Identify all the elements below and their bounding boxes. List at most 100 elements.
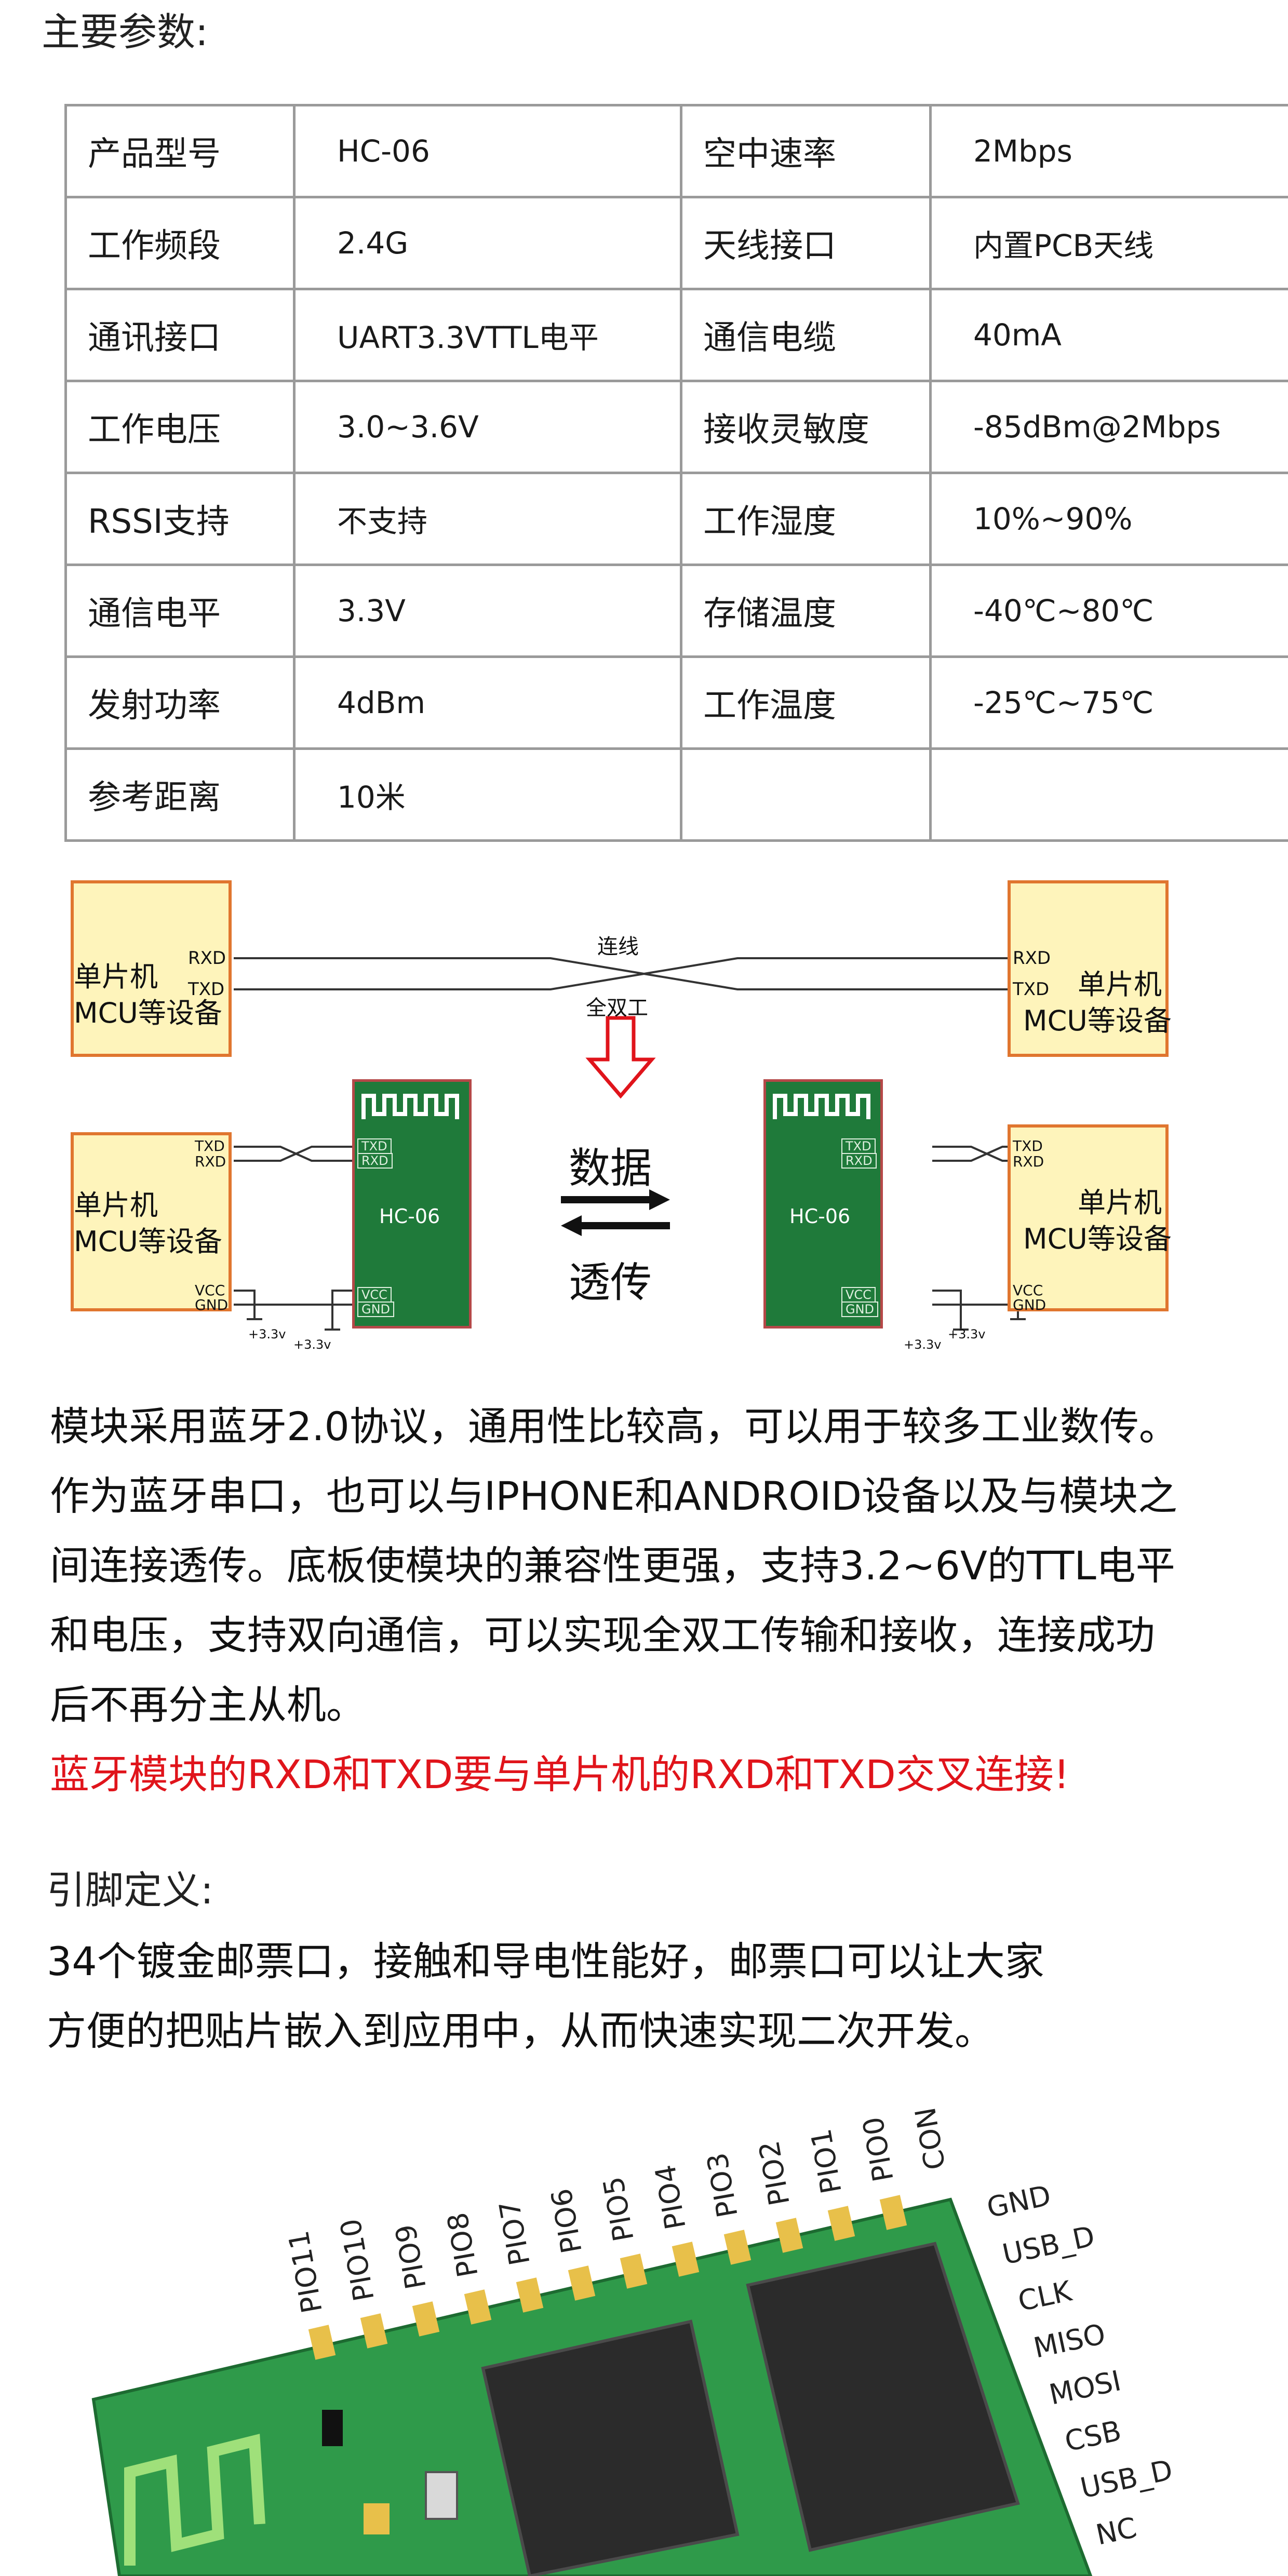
- spec-value: -40℃~80℃: [929, 564, 1288, 658]
- spec-key: RSSI支持: [64, 472, 296, 566]
- mcu-label: 单片机: [1078, 1186, 1162, 1219]
- antenna-icon: [361, 1094, 459, 1119]
- left-arrow-icon: [561, 1215, 670, 1236]
- module-pin-gnd: GND: [357, 1302, 395, 1317]
- power-label: +3.3v: [904, 1337, 942, 1352]
- spec-value: 3.0~3.6V: [293, 380, 682, 474]
- mcu-label: 单片机: [74, 1189, 158, 1222]
- mcu-label: 单片机: [74, 960, 158, 993]
- data-label: 数据: [569, 1144, 652, 1192]
- spec-value: 40mA: [929, 288, 1288, 382]
- pcb-pin-label: CLK: [1015, 2274, 1076, 2317]
- module-pin-vcc: VCC: [357, 1287, 392, 1303]
- spec-value: 4dBm: [293, 655, 682, 750]
- pin-label-txd: TXD: [195, 1137, 225, 1155]
- pins-description-line: 34个镀金邮票口，接触和导电性能好，邮票口可以让大家: [47, 1938, 1044, 1984]
- description-line: 和电压，支持双向通信，可以实现全双工传输和接收，连接成功: [50, 1612, 1155, 1658]
- description-line: 后不再分主从机。: [50, 1682, 366, 1728]
- pin-label-txd: TXD: [188, 979, 225, 1000]
- mcu-box-top-left: [71, 880, 232, 1057]
- pcb-pin-label: USB_D: [1078, 2453, 1176, 2505]
- pcb-pin-label: PIO1: [804, 2126, 848, 2196]
- spec-key: 工作温度: [680, 655, 932, 750]
- spec-value: -25℃~75℃: [929, 655, 1288, 750]
- mcu-label: MCU等设备: [74, 997, 222, 1029]
- spec-key: 工作电压: [64, 380, 296, 474]
- spec-key: 接收灵敏度: [680, 380, 932, 474]
- mcu-box-top-right: [1008, 880, 1169, 1057]
- right-arrow-icon: [561, 1189, 670, 1210]
- description-line: 间连接透传。底板使模块的兼容性更强，支持3.2~6V的TTL电平: [50, 1542, 1175, 1589]
- chip-large: [746, 2242, 1020, 2552]
- pcb-pin-label: PIO8: [441, 2210, 485, 2279]
- pcb-pin-label: MISO: [1031, 2317, 1108, 2365]
- mcu-box-bottom-left: [71, 1132, 232, 1311]
- spec-value: [929, 747, 1288, 842]
- spec-value: 不支持: [293, 472, 682, 566]
- spec-key: 天线接口: [680, 196, 932, 290]
- full-duplex-label: 全双工: [586, 996, 648, 1020]
- wiring-diagram: 单片机 MCU等设备 RXD TXD 单片机 MCU等设备 RXD TXD 连线…: [0, 862, 1288, 1381]
- module-name: HC-06: [379, 1205, 440, 1228]
- pcb-pin-label: NC: [1093, 2511, 1140, 2552]
- pin-label-gnd: GND: [1013, 1296, 1046, 1313]
- module-pin-rxd: RXD: [357, 1153, 393, 1169]
- section-heading-params: 主要参数:: [42, 10, 208, 55]
- spec-value: 10%~90%: [929, 472, 1288, 566]
- pcb-pin-label: CSB: [1062, 2414, 1124, 2458]
- pcb-pin-label: PIO6: [545, 2186, 588, 2256]
- spec-key: 工作湿度: [680, 472, 932, 566]
- mcu-label: MCU等设备: [1023, 1004, 1172, 1037]
- wiring-lines: [234, 957, 1044, 1331]
- spec-key: 通讯接口: [64, 288, 296, 382]
- pcb-pin-label: PIO7: [493, 2198, 536, 2268]
- mcu-label: MCU等设备: [74, 1225, 222, 1258]
- power-label: +3.3v: [293, 1337, 331, 1352]
- pin-label-txd: TXD: [1013, 979, 1050, 1000]
- mcu-label: 单片机: [1078, 968, 1162, 1001]
- pcb-pin-label: PIO2: [753, 2138, 796, 2208]
- pin-label-rxd: RXD: [188, 948, 226, 969]
- description-paragraph: 模块采用蓝牙2.0协议，通用性比较高，可以用于较多工业数传。 作为蓝牙串口，也可…: [50, 1392, 1244, 1809]
- component: [364, 2503, 390, 2534]
- component: [322, 2410, 343, 2446]
- spec-key: 产品型号: [64, 104, 296, 198]
- connect-label: 连线: [597, 935, 639, 959]
- component: [425, 2471, 458, 2520]
- spec-value: 内置PCB天线: [929, 196, 1288, 290]
- down-arrow-icon: [585, 1016, 656, 1099]
- mcu-label: MCU等设备: [1023, 1223, 1172, 1255]
- spec-value: 2Mbps: [929, 104, 1288, 198]
- pin-label-txd: TXD: [1013, 1137, 1043, 1155]
- pcb-pin-label: PIO0: [856, 2114, 900, 2184]
- pcb-pin-label: MOSI: [1046, 2364, 1124, 2411]
- description-line: 模块采用蓝牙2.0协议，通用性比较高，可以用于较多工业数传。: [50, 1403, 1178, 1450]
- spec-value: 2.4G: [293, 196, 682, 290]
- spec-key: 工作频段: [64, 196, 296, 290]
- pcb-pin-label: PIO4: [649, 2162, 692, 2232]
- pcb-pin-label: PIO11: [282, 2228, 329, 2315]
- section-heading-pins: 引脚定义:: [47, 1868, 213, 1913]
- spec-key: 存储温度: [680, 564, 932, 658]
- spec-key: 空中速率: [680, 104, 932, 198]
- pin-label-rxd: RXD: [195, 1153, 226, 1170]
- description-line: 作为蓝牙串口，也可以与IPHONE和ANDROID设备以及与模块之: [50, 1473, 1178, 1519]
- spec-key: 通信电平: [64, 564, 296, 658]
- antenna-icon: [773, 1094, 870, 1119]
- pin-label-rxd: RXD: [1013, 1153, 1044, 1170]
- warning-text: 蓝牙模块的RXD和TXD要与单片机的RXD和TXD交叉连接!: [50, 1751, 1070, 1797]
- pcb-pin-label: PIO3: [701, 2150, 744, 2220]
- chip-small: [481, 2319, 740, 2576]
- pcb-pin-label: PIO5: [597, 2174, 640, 2244]
- pcb-pin-label: PIO10: [334, 2216, 381, 2303]
- module-name: HC-06: [789, 1205, 851, 1228]
- spec-value: UART3.3VTTL电平: [293, 288, 682, 382]
